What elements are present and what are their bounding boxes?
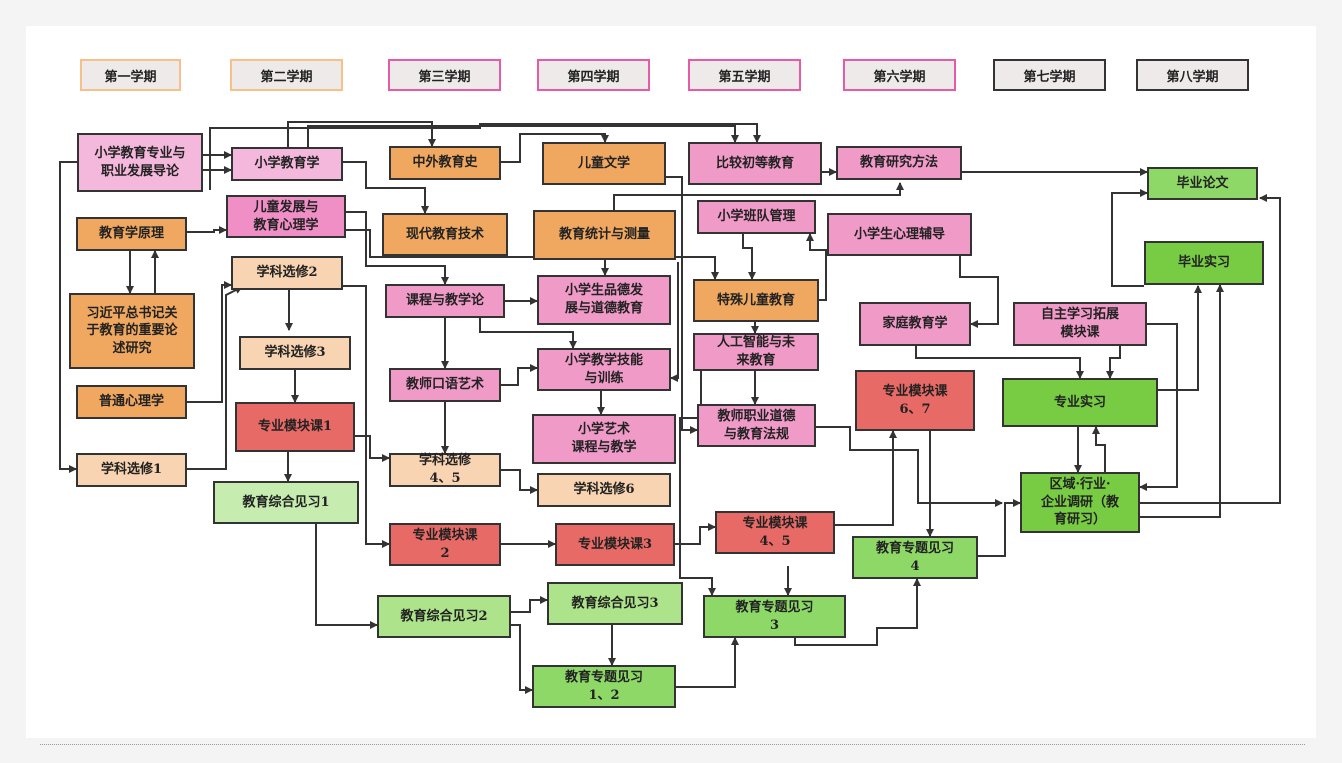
course-ai-future-education: 人工智能与未 来教育 (693, 333, 819, 371)
arrow (915, 346, 1084, 379)
arrow (1139, 323, 1178, 491)
course-statistics-measurement: 教育统计与测量 (533, 210, 676, 260)
course-research-methods: 教育研究方法 (836, 146, 962, 180)
course-comprehensive-practice-1: 教育综合见习1 (213, 481, 359, 524)
course-graduation-internship: 毕业实习 (1144, 241, 1264, 285)
arrow (676, 637, 739, 688)
course-module-4-5: 专业模块课 4、5 (715, 511, 835, 554)
semester-3-header: 第三学期 (388, 59, 501, 91)
arrow (187, 286, 243, 470)
course-special-education: 特殊儿童教育 (693, 279, 819, 322)
arrow (742, 234, 756, 280)
course-general-psychology: 普通心理学 (76, 385, 187, 419)
semester-5-header: 第五学期 (688, 59, 801, 91)
course-elective-2: 学科选修2 (231, 256, 343, 290)
arrow (816, 426, 1003, 507)
arrow (1111, 189, 1148, 287)
course-module-2: 专业模块课 2 (389, 523, 501, 566)
course-comprehensive-practice-3: 教育综合见习3 (547, 582, 683, 625)
course-class-management: 小学班队管理 (697, 200, 816, 234)
course-elective-6: 学科选修6 (537, 473, 671, 507)
course-elective-3: 学科选修3 (239, 336, 351, 370)
course-thematic-practice-1-2: 教育专题见习 1、2 (532, 665, 676, 708)
course-professional-internship: 专业实习 (1002, 378, 1158, 427)
course-module-6-7: 专业模块课 6、7 (855, 370, 975, 431)
arrow (670, 262, 679, 382)
course-xi-education-discourse: 习近平总书记关 于教育的重要论 述研究 (69, 293, 195, 369)
arrow (501, 364, 538, 386)
arrow (59, 161, 77, 473)
arrow (806, 233, 827, 301)
arrow (346, 229, 719, 280)
arrow (343, 285, 390, 548)
arrow (1092, 426, 1106, 472)
semester-7-header: 第七学期 (993, 59, 1106, 91)
course-module-1: 专业模块课1 (235, 402, 355, 452)
course-module-3: 专业模块课3 (555, 523, 675, 566)
arrow (501, 133, 609, 163)
arrow (835, 430, 897, 526)
arrow (675, 523, 716, 545)
course-student-counseling: 小学生心理辅导 (827, 213, 972, 256)
course-education-principles: 教育学原理 (76, 217, 187, 251)
course-primary-education: 小学教育学 (231, 147, 343, 181)
course-oral-expression: 教师口语艺术 (389, 368, 501, 402)
semester-1-header: 第一学期 (80, 59, 181, 91)
course-education-history: 中外教育史 (389, 146, 501, 180)
arrow (613, 182, 904, 210)
semester-8-header: 第八学期 (1136, 59, 1249, 91)
semester-2-header: 第二学期 (230, 59, 343, 91)
arrow (479, 318, 577, 349)
course-thematic-practice-3: 教育专题见习 3 (703, 595, 846, 638)
course-thematic-practice-4: 教育专题见习 4 (852, 536, 978, 579)
course-elective-4-5: 学科选修 4、5 (389, 453, 501, 487)
arrow (1140, 194, 1281, 504)
arrow (209, 123, 761, 190)
arrow (501, 469, 538, 494)
course-teaching-skills: 小学教学技能 与训练 (537, 348, 671, 391)
course-thesis: 毕业论文 (1147, 167, 1258, 200)
arrow (307, 125, 739, 147)
semester-4-header: 第四学期 (537, 59, 650, 91)
arrow (794, 578, 921, 646)
arrow (315, 524, 378, 629)
course-moral-education: 小学生品德发 展与道德教育 (537, 275, 671, 325)
course-curriculum-teaching: 课程与教学论 (385, 284, 505, 318)
course-family-education: 家庭教育学 (859, 302, 971, 346)
arrow (959, 256, 999, 328)
arrow (346, 211, 449, 285)
arrow (1158, 285, 1202, 391)
semester-6-header: 第六学期 (843, 59, 956, 91)
course-self-study-module: 自主学习拓展 模块课 (1013, 302, 1147, 346)
course-child-psychology: 儿童发展与 教育心理学 (226, 195, 346, 238)
arrow (343, 161, 429, 214)
arrow (187, 281, 232, 403)
course-elective-1: 学科选修1 (76, 453, 187, 487)
course-comprehensive-practice-2: 教育综合见习2 (377, 595, 511, 638)
arrow (978, 499, 1021, 557)
arrow (287, 121, 436, 147)
arrow (355, 435, 390, 462)
dotted-divider (40, 744, 1305, 745)
course-teacher-ethics-law: 教师职业道德 与教育法规 (697, 404, 816, 447)
course-art-curriculum: 小学艺术 课程与教学 (532, 414, 676, 464)
arrow (511, 624, 533, 694)
arrow (666, 176, 698, 434)
arrow (1106, 346, 1121, 379)
course-intro-career: 小学教育专业与 职业发展导论 (77, 133, 203, 192)
course-regional-research: 区域·行业· 企业调研（教 育研习） (1020, 472, 1140, 533)
course-children-literature: 儿童文学 (542, 142, 666, 185)
arrow (1140, 284, 1224, 518)
arrow (511, 596, 548, 613)
arrow (187, 226, 227, 234)
course-comparative-education: 比较初等教育 (688, 142, 822, 185)
course-education-technology: 现代教育技术 (382, 213, 508, 256)
